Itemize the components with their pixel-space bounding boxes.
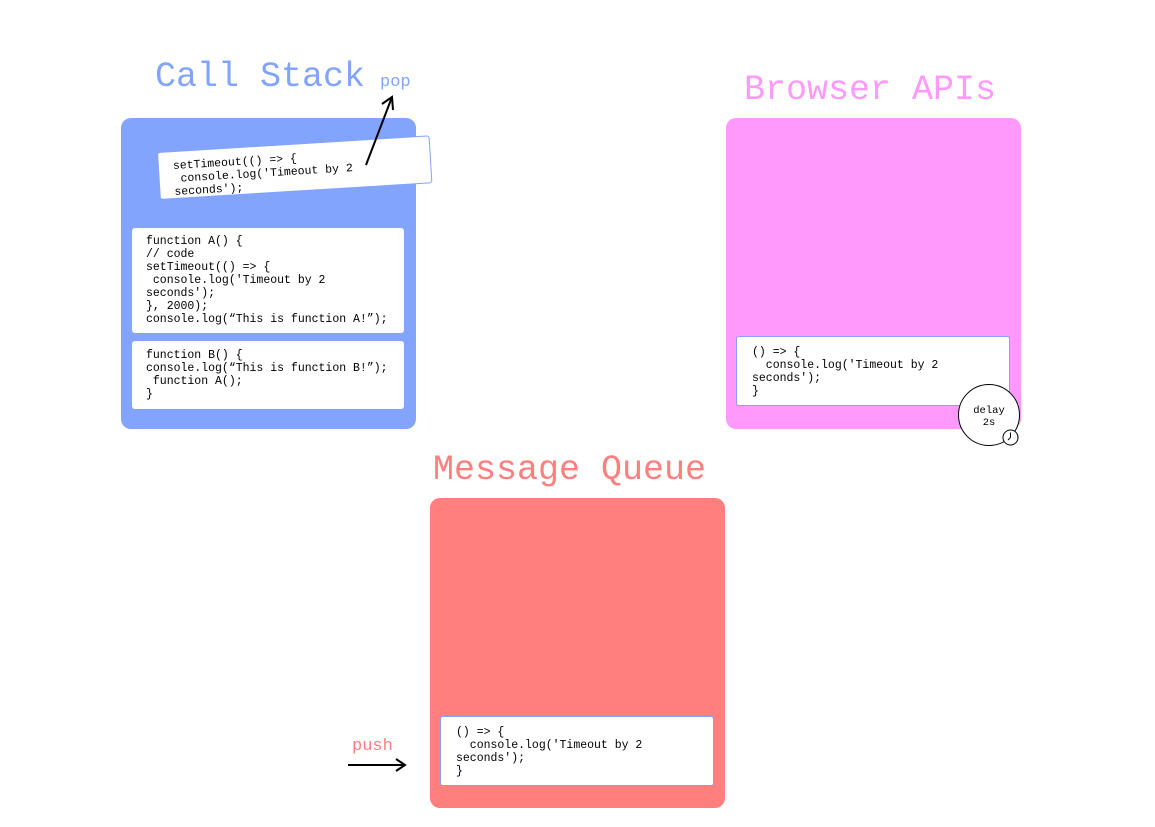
stack-frame-function-a[interactable]: function A() { // code setTimeout(() => … [132, 228, 404, 333]
clock-icon [1002, 429, 1019, 446]
message-queue-title: Message Queue [433, 450, 707, 490]
push-arrow [348, 758, 407, 772]
pop-label: pop [380, 73, 411, 92]
pop-arrow [365, 95, 394, 166]
call-stack-title: Call Stack [155, 57, 366, 97]
browser-apis-title: Browser APIs [744, 70, 997, 110]
push-label: push [352, 737, 393, 756]
message-queue-callback-card[interactable]: () => { console.log('Timeout by 2 second… [440, 716, 714, 786]
delay-timer-label: delay 2s [973, 405, 1005, 429]
delay-timer: delay 2s [958, 384, 1020, 446]
stack-frame-function-b[interactable]: function B() { console.log(“This is func… [132, 341, 404, 409]
